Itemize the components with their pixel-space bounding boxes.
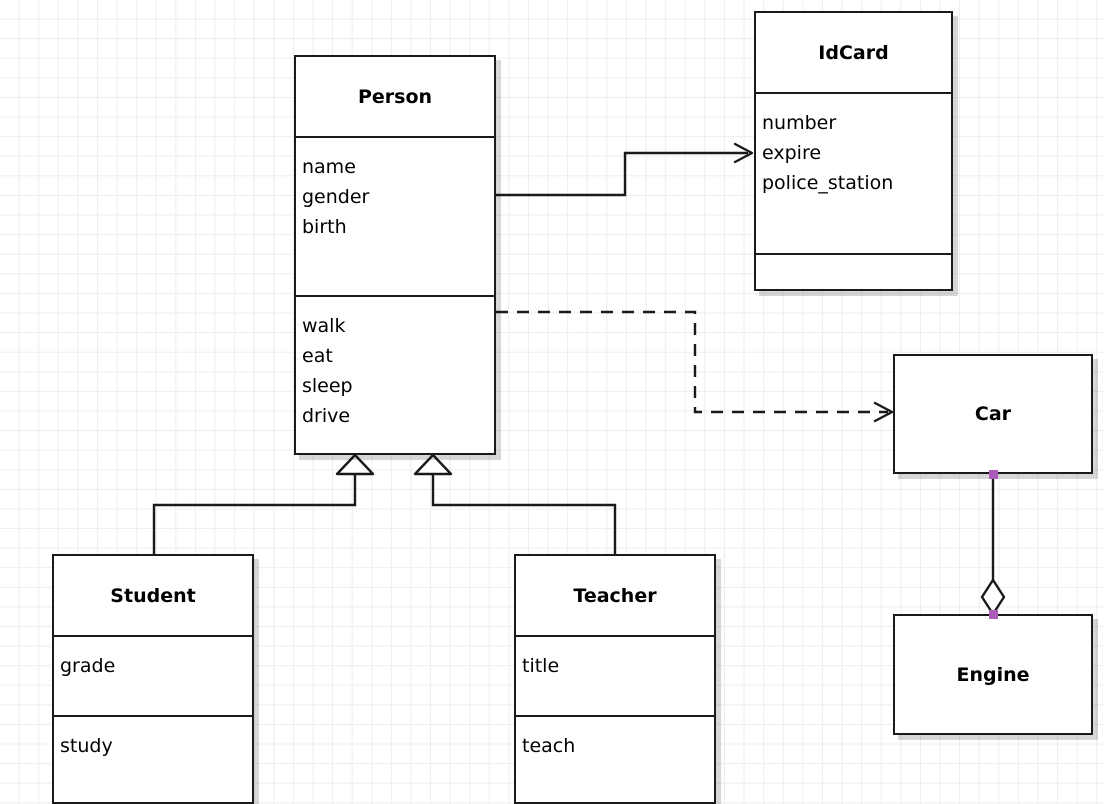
method-item: teach <box>522 735 576 757</box>
attribute-item: grade <box>60 655 116 677</box>
class-name-idcard: IdCard <box>818 41 889 64</box>
method-item: walk <box>302 315 346 337</box>
class-name-car: Car <box>974 403 1012 425</box>
attributes-compartment-teacher[interactable]: title <box>516 635 714 715</box>
generalization-teacher-person[interactable] <box>413 453 617 554</box>
methods-compartment-person[interactable]: walk eat sleep drive <box>296 295 494 453</box>
attributes-compartment-idcard[interactable]: number expire police_station <box>756 92 951 253</box>
class-box-idcard[interactable]: IdCard number expire police_station <box>754 11 953 291</box>
class-name-student: Student <box>110 584 196 607</box>
aggregation-car-engine[interactable] <box>980 474 1006 616</box>
attribute-item: number <box>762 112 837 134</box>
attribute-item: name <box>302 156 356 178</box>
method-item: study <box>60 735 113 757</box>
selection-handle-car-end[interactable] <box>989 470 998 479</box>
selection-handle-engine-end[interactable] <box>989 610 998 619</box>
generalization-student-person[interactable] <box>152 453 375 554</box>
methods-compartment-idcard[interactable] <box>756 253 951 289</box>
class-box-engine[interactable]: Engine <box>893 614 1093 735</box>
attribute-item: police_station <box>762 172 894 194</box>
class-box-person[interactable]: Person name gender birth walk eat sleep … <box>294 55 496 455</box>
attribute-item: gender <box>302 186 370 208</box>
class-box-student[interactable]: Student grade study <box>52 554 254 804</box>
methods-compartment-teacher[interactable]: teach <box>516 715 714 802</box>
method-item: eat <box>302 345 333 367</box>
class-name-person: Person <box>357 85 433 108</box>
attributes-compartment-person[interactable]: name gender birth <box>296 136 494 295</box>
attribute-item: birth <box>302 216 347 238</box>
attributes-compartment-student[interactable]: grade <box>54 635 252 715</box>
method-item: drive <box>302 405 351 427</box>
dependency-person-car[interactable] <box>496 310 894 423</box>
class-name-teacher: Teacher <box>573 584 657 607</box>
class-box-teacher[interactable]: Teacher title teach <box>514 554 716 804</box>
attribute-item: expire <box>762 142 822 164</box>
class-name-engine: Engine <box>956 663 1030 686</box>
association-person-idcard[interactable] <box>496 142 754 197</box>
attribute-item: title <box>522 655 560 677</box>
class-box-car[interactable]: Car <box>893 354 1093 474</box>
method-item: sleep <box>302 375 353 397</box>
methods-compartment-student[interactable]: study <box>54 715 252 802</box>
